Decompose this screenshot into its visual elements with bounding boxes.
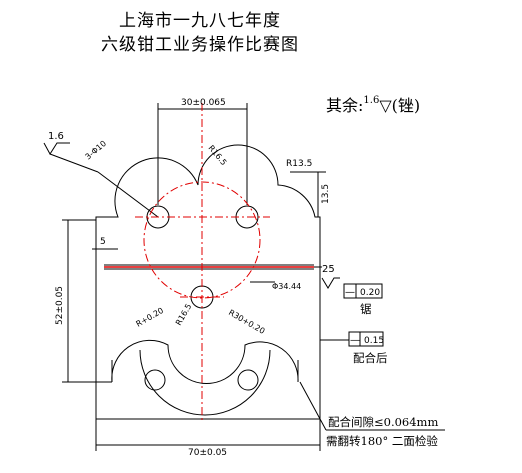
roughness-symbol-icon: ▽: [379, 96, 392, 115]
dim-top-width: 30±0.065: [181, 98, 226, 108]
dim-bottom-width: 70±0.05: [188, 448, 227, 458]
upper-part-outline: [95, 144, 321, 419]
dim-r13-5: R13.5: [286, 159, 312, 169]
dim-r30: R30+0.20: [227, 308, 266, 336]
tol-fit-symbol: —: [350, 335, 360, 346]
roughness-tl-leader: [49, 153, 99, 173]
title-line-1: 上海市一九八七年度: [119, 11, 281, 31]
label-fit-gap: 配合间隙≤0.064mm: [328, 415, 439, 429]
lower-inner-arc: [139, 349, 271, 416]
hole-bottom-left: [144, 369, 166, 391]
hole-bottom-right: [237, 369, 259, 391]
label-flip: 需翻转180° 二面检验: [326, 434, 438, 448]
pitch-circle: [143, 181, 261, 299]
leader-holes: [97, 171, 159, 218]
tol-frame-fit: [348, 331, 384, 347]
dim-gap5: 5: [100, 237, 106, 247]
dim-holes: 3-Φ10: [84, 139, 109, 162]
rest-suffix: (锉): [391, 96, 421, 115]
dim-gap25: 25: [322, 264, 335, 275]
dim-dia34: Φ34.44: [272, 282, 301, 291]
dim-r20-left: R+0.20: [135, 306, 166, 329]
dim-r16-5-b: R16.5: [174, 302, 193, 327]
rest-prefix: 其余:: [326, 96, 364, 115]
tol-fit-value: 0.15: [364, 336, 384, 346]
label-after-fit: 配合后: [353, 351, 388, 365]
tol-saw-symbol: —: [345, 287, 355, 298]
roughness-top-value: 1.6: [48, 131, 64, 142]
tol-saw-value: 0.20: [360, 288, 380, 298]
tol-frame-saw: [343, 283, 383, 299]
title-line-2: 六级钳工业务操作比赛图: [101, 35, 299, 55]
label-saw: 锯: [360, 302, 372, 316]
roughness-tl-icon: [43, 142, 70, 155]
lower-contour: [111, 339, 299, 384]
dim-height52: 52±0.05: [55, 286, 65, 325]
rest-roughness-value: 1.6: [363, 95, 380, 106]
roughness-25-icon: [321, 277, 340, 289]
dim-h13-5: 13.5: [321, 184, 331, 204]
roughness-rest-note: 其余:1.6▽(锉): [326, 92, 420, 116]
leader-gap: [299, 381, 327, 431]
